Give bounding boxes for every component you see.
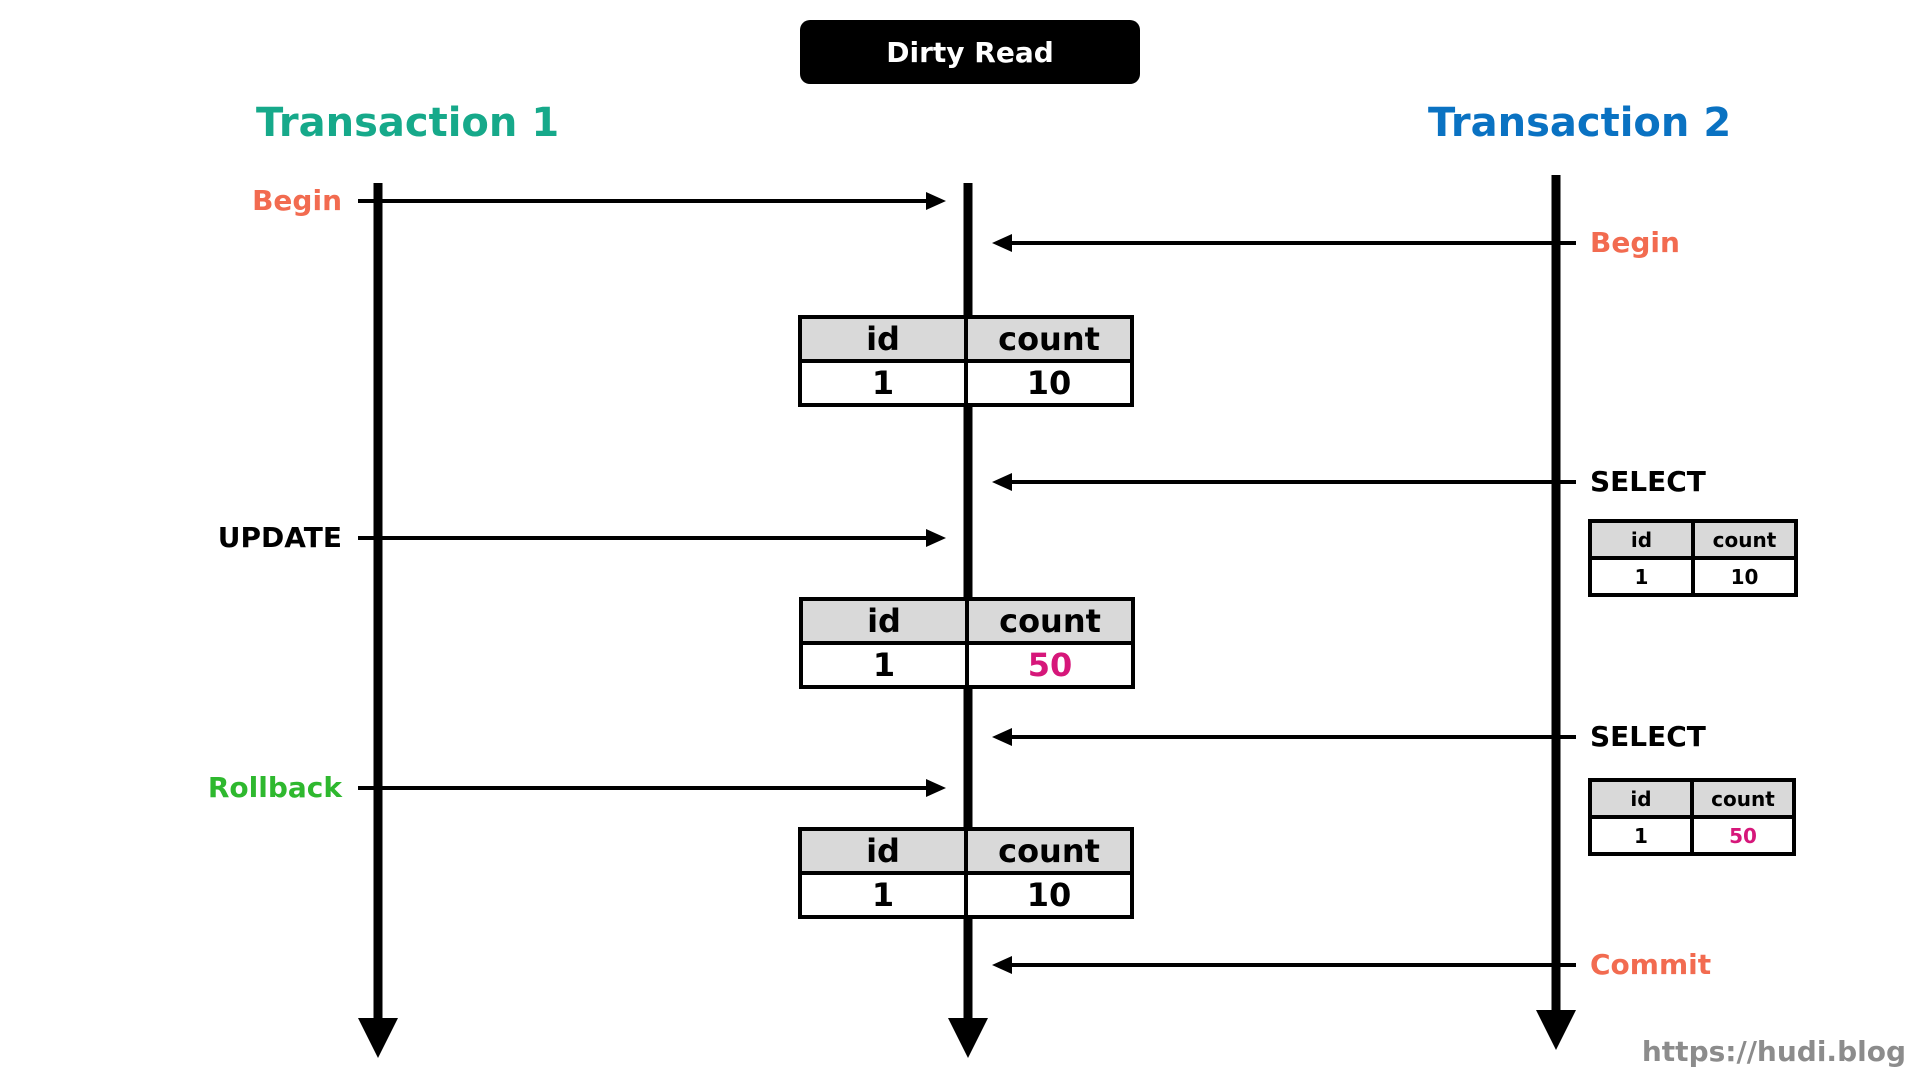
- transaction1-title: Transaction 1: [256, 100, 560, 146]
- count-column-header: count: [964, 827, 1134, 875]
- id-column-header: id: [798, 827, 968, 875]
- count-cell: 10: [964, 359, 1134, 407]
- id-cell: 1: [798, 359, 968, 407]
- id-column-header: id: [799, 597, 969, 645]
- arrow-t1-begin-head: [926, 192, 946, 210]
- t1-rollback-label: Rollback: [207, 771, 342, 804]
- database-state-table: id count 1 10: [798, 827, 1134, 919]
- t2-commit-label: Commit: [1590, 948, 1712, 981]
- count-cell-uncommitted: 50: [965, 641, 1135, 689]
- arrow-t2-commit-head: [992, 956, 1012, 974]
- arrow-t2-select2-head: [992, 728, 1012, 746]
- count-cell-dirty: 50: [1690, 815, 1796, 856]
- t2-begin-label: Begin: [1590, 226, 1680, 259]
- arrow-t2-begin-head: [992, 234, 1012, 252]
- id-cell: 1: [798, 871, 968, 919]
- count-column-header: count: [1691, 519, 1798, 560]
- transaction2-timeline-arrowhead: [1536, 1010, 1576, 1050]
- database-timeline-arrowhead: [948, 1018, 988, 1058]
- t2-select1-label: SELECT: [1590, 465, 1706, 498]
- count-cell: 10: [964, 871, 1134, 919]
- count-column-header: count: [964, 315, 1134, 363]
- id-cell: 1: [1588, 815, 1694, 856]
- id-cell: 1: [1588, 556, 1695, 597]
- diagram-title: Dirty Read: [800, 20, 1140, 84]
- t2-select2-label: SELECT: [1590, 720, 1706, 753]
- database-state-table: id count 1 10: [798, 315, 1134, 407]
- t1-update-label: UPDATE: [217, 521, 342, 554]
- select-result-table: id count 1 50: [1588, 778, 1796, 856]
- select-result-table: id count 1 10: [1588, 519, 1798, 597]
- id-column-header: id: [798, 315, 968, 363]
- transaction1-timeline-arrowhead: [358, 1018, 398, 1058]
- arrow-t2-select1-head: [992, 473, 1012, 491]
- count-cell: 10: [1691, 556, 1798, 597]
- id-column-header: id: [1588, 778, 1694, 819]
- id-cell: 1: [799, 641, 969, 689]
- count-column-header: count: [965, 597, 1135, 645]
- t1-begin-label: Begin: [252, 184, 342, 217]
- watermark: https://hudi.blog: [1641, 1035, 1906, 1068]
- database-state-table: id count 1 50: [799, 597, 1135, 689]
- arrow-t1-rollback-head: [926, 779, 946, 797]
- transaction2-title: Transaction 2: [1428, 100, 1732, 146]
- id-column-header: id: [1588, 519, 1695, 560]
- count-column-header: count: [1690, 778, 1796, 819]
- arrow-t1-update-head: [926, 529, 946, 547]
